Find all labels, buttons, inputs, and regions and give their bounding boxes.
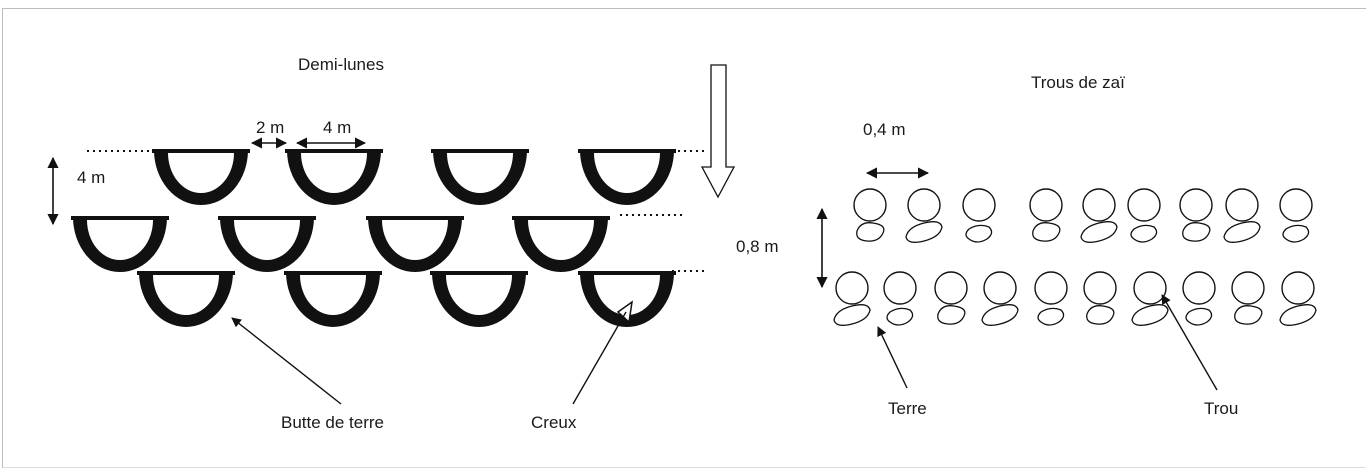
demi-lunes-title: Demi-lunes — [298, 55, 384, 74]
half-moon-grid — [71, 149, 676, 327]
hole-label: Trou — [1204, 399, 1238, 418]
slope-arrow — [700, 64, 736, 199]
half-moon — [218, 216, 316, 272]
half-moon — [578, 271, 676, 327]
half-moon — [578, 149, 676, 205]
zai-hole — [883, 271, 917, 326]
figure-frame — [2, 8, 1366, 468]
zai-hole — [1080, 188, 1118, 243]
mound-leader — [231, 317, 342, 405]
zai-hole — [1127, 188, 1161, 243]
zai-title: Trous de zaï — [1031, 73, 1125, 92]
zai-hole — [934, 271, 968, 325]
half-moon — [152, 149, 250, 205]
zai-hole — [1279, 188, 1313, 243]
zai-hole — [1179, 188, 1213, 242]
half-moon — [137, 271, 235, 327]
half-moon — [366, 216, 464, 272]
zai-hole — [1231, 271, 1265, 325]
row-spacing-label: 4 m — [77, 168, 105, 187]
half-moon — [284, 271, 382, 327]
mound-label: Butte de terre — [281, 413, 384, 432]
hole-leader — [1161, 294, 1218, 391]
zai-hole — [905, 188, 943, 243]
zai-row-label: 0,8 m — [736, 237, 779, 256]
half-moon — [431, 149, 529, 205]
zai-hole — [962, 188, 996, 243]
hollow-label: Creux — [531, 413, 577, 432]
spacing-label: 2 m — [256, 118, 284, 137]
zai-hole — [833, 271, 871, 326]
half-moon — [71, 216, 169, 272]
soil-label: Terre — [888, 399, 927, 418]
zai-hole — [1029, 188, 1063, 242]
zai-hole — [1182, 271, 1216, 326]
zai-hole — [1279, 271, 1317, 326]
hollow-leader — [572, 311, 627, 405]
half-moon — [430, 271, 528, 327]
zai-spacing-label: 0,4 m — [863, 120, 906, 139]
zai-hole — [981, 271, 1019, 326]
width-label: 4 m — [323, 118, 351, 137]
half-moon — [512, 216, 610, 272]
zai-hole — [1083, 271, 1117, 325]
row-guides — [87, 150, 705, 272]
zai-hole-grid — [833, 188, 1317, 326]
zai-hole — [853, 188, 887, 242]
half-moon — [285, 149, 383, 205]
zai-hole — [1131, 271, 1169, 326]
zai-hole — [1223, 188, 1261, 243]
zai-hole — [1034, 271, 1068, 326]
soil-leader — [877, 326, 908, 389]
